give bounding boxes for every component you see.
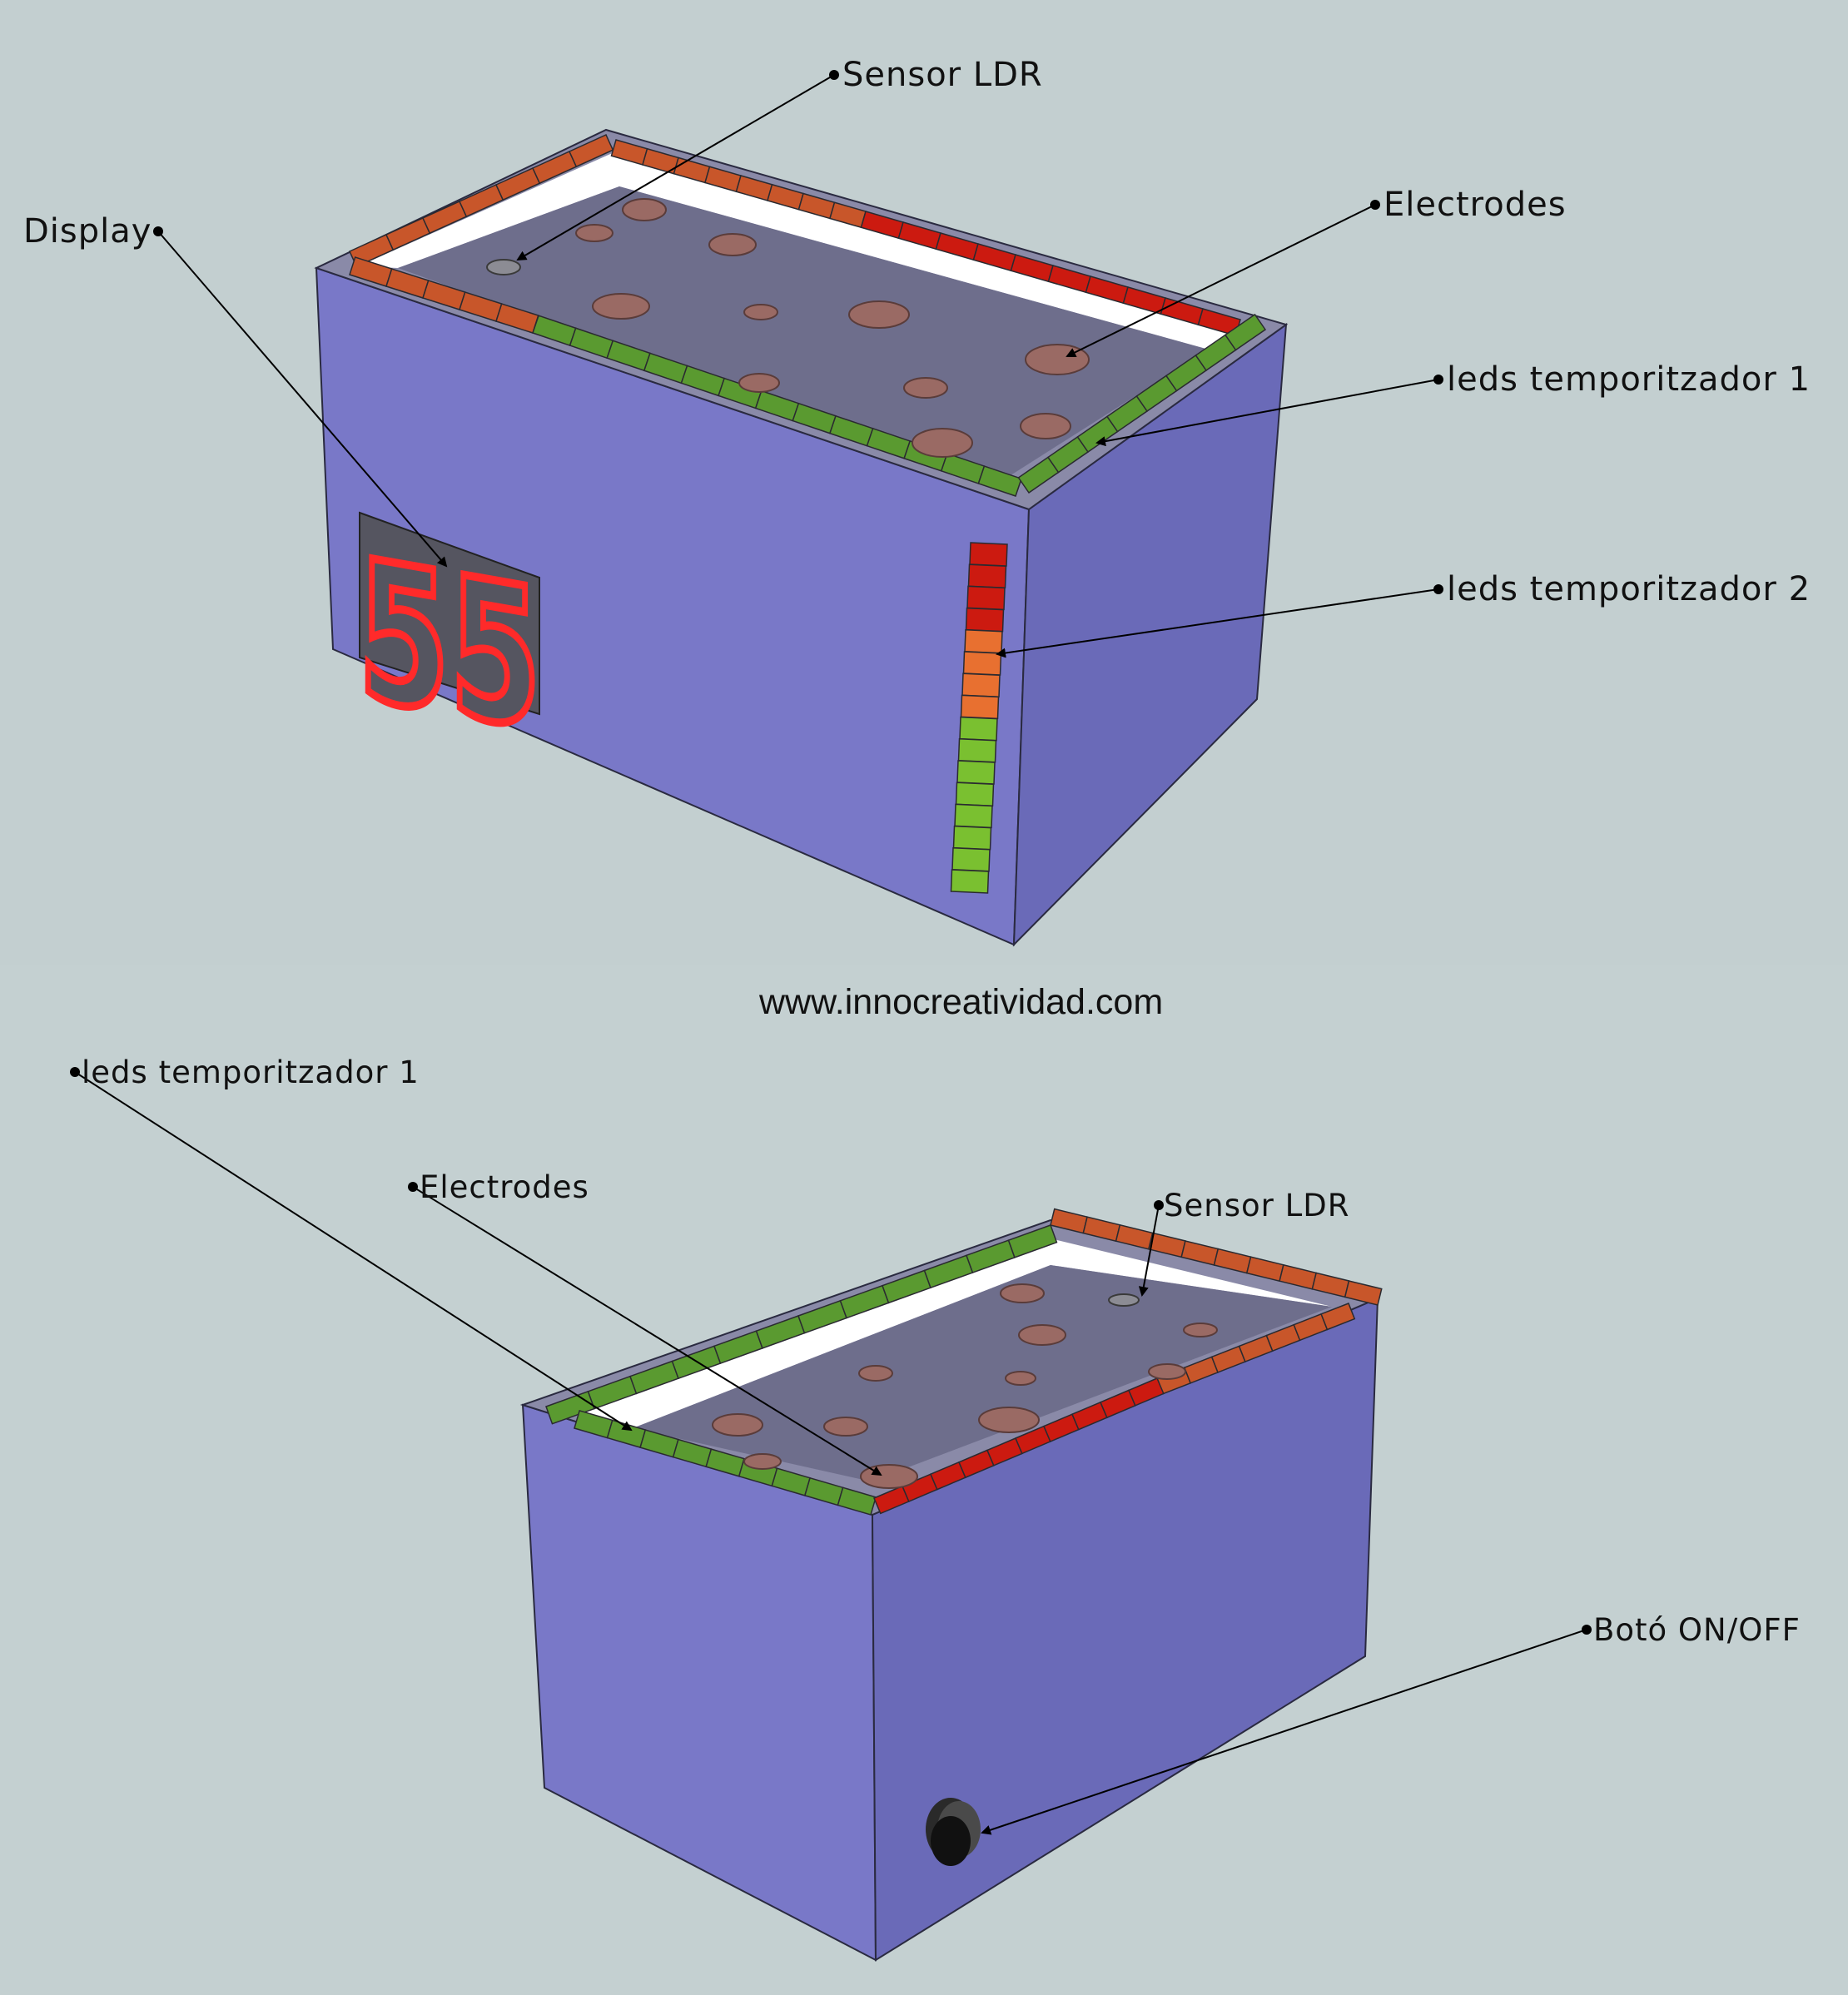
led-segment (962, 651, 1002, 676)
led-segment (966, 585, 1006, 611)
led-segment (1007, 1224, 1058, 1258)
top-leader-lines (153, 70, 1443, 658)
top-box: 55 (314, 128, 1289, 947)
led-segment (961, 672, 1001, 697)
led-segment (950, 869, 990, 894)
top-ldr-sensor (486, 259, 521, 275)
bottom-rust-border (1050, 1208, 1383, 1395)
led-segment (956, 760, 996, 785)
led-segment (1344, 1280, 1383, 1306)
led-segment (960, 694, 1000, 720)
led-segment (957, 738, 997, 763)
electrode (848, 300, 910, 329)
led-segment (1224, 313, 1267, 351)
led-segment (955, 782, 995, 806)
timer-2-led-bar (950, 542, 1008, 894)
top-green-led-strip-front (532, 315, 1022, 497)
electrode (978, 1407, 1040, 1433)
label-leds-timer-1-top: leds temporitzador 1 (1447, 360, 1811, 399)
label-leds-timer-2: leds temporitzador 2 (1447, 570, 1811, 608)
top-green-led-strip-right (1017, 313, 1267, 494)
led-segment (964, 629, 1003, 654)
top-box-tray (398, 186, 1209, 483)
top-electrodes (575, 198, 1090, 458)
electrode (1020, 413, 1071, 439)
led-segment (959, 716, 998, 742)
electrode (858, 1365, 893, 1382)
top-box-inner-wall (358, 151, 1239, 350)
top-rust-border (349, 134, 867, 334)
label-on-off-button: Botó ON/OFF (1593, 1612, 1801, 1648)
electrode (1183, 1323, 1218, 1337)
bottom-box-tray (633, 1265, 1332, 1481)
electrode (592, 293, 650, 320)
bottom-ldr-sensor (1108, 1293, 1140, 1307)
led-segment (951, 847, 991, 872)
electrode (738, 373, 780, 393)
led-segment (967, 563, 1007, 588)
led-segment (1320, 1303, 1356, 1331)
electrode (823, 1417, 868, 1437)
bottom-red-led-strip (873, 1377, 1165, 1515)
electrode (743, 304, 778, 320)
bottom-box (519, 1208, 1383, 1962)
electrode (903, 377, 948, 399)
website-url: www.innocreatividad.com (759, 982, 1164, 1022)
label-sensor-ldr-bottom: Sensor LDR (1164, 1188, 1350, 1223)
label-electrodes-bottom: Electrodes (420, 1169, 589, 1205)
on-off-button (926, 1798, 981, 1866)
label-electrodes-top: Electrodes (1384, 186, 1567, 224)
bottom-electrodes (712, 1283, 1218, 1489)
electrode (622, 198, 667, 221)
display-digits: 55 (358, 518, 541, 773)
label-leds-timer-1-bottom: leds temporitzador 1 (82, 1055, 420, 1090)
electrode (1005, 1371, 1036, 1386)
electrode (1025, 344, 1090, 375)
electrode (743, 1453, 782, 1470)
led-segment (1128, 1377, 1165, 1407)
electrode (1018, 1324, 1066, 1346)
electrode (912, 428, 973, 458)
led-segment (969, 542, 1008, 567)
electrode (1000, 1283, 1045, 1303)
electrode (575, 224, 614, 242)
electrode (708, 233, 757, 256)
label-sensor-ldr-top: Sensor LDR (842, 56, 1043, 94)
display: 55 (354, 511, 545, 777)
bottom-green-led-strip (545, 1224, 1058, 1516)
electrode (712, 1413, 763, 1437)
electrode (1148, 1363, 1186, 1380)
label-display: Display (23, 212, 152, 251)
bottom-leader-lines (70, 1067, 1592, 1835)
led-segment (952, 825, 992, 851)
led-segment (954, 803, 993, 829)
led-segment (965, 607, 1005, 633)
